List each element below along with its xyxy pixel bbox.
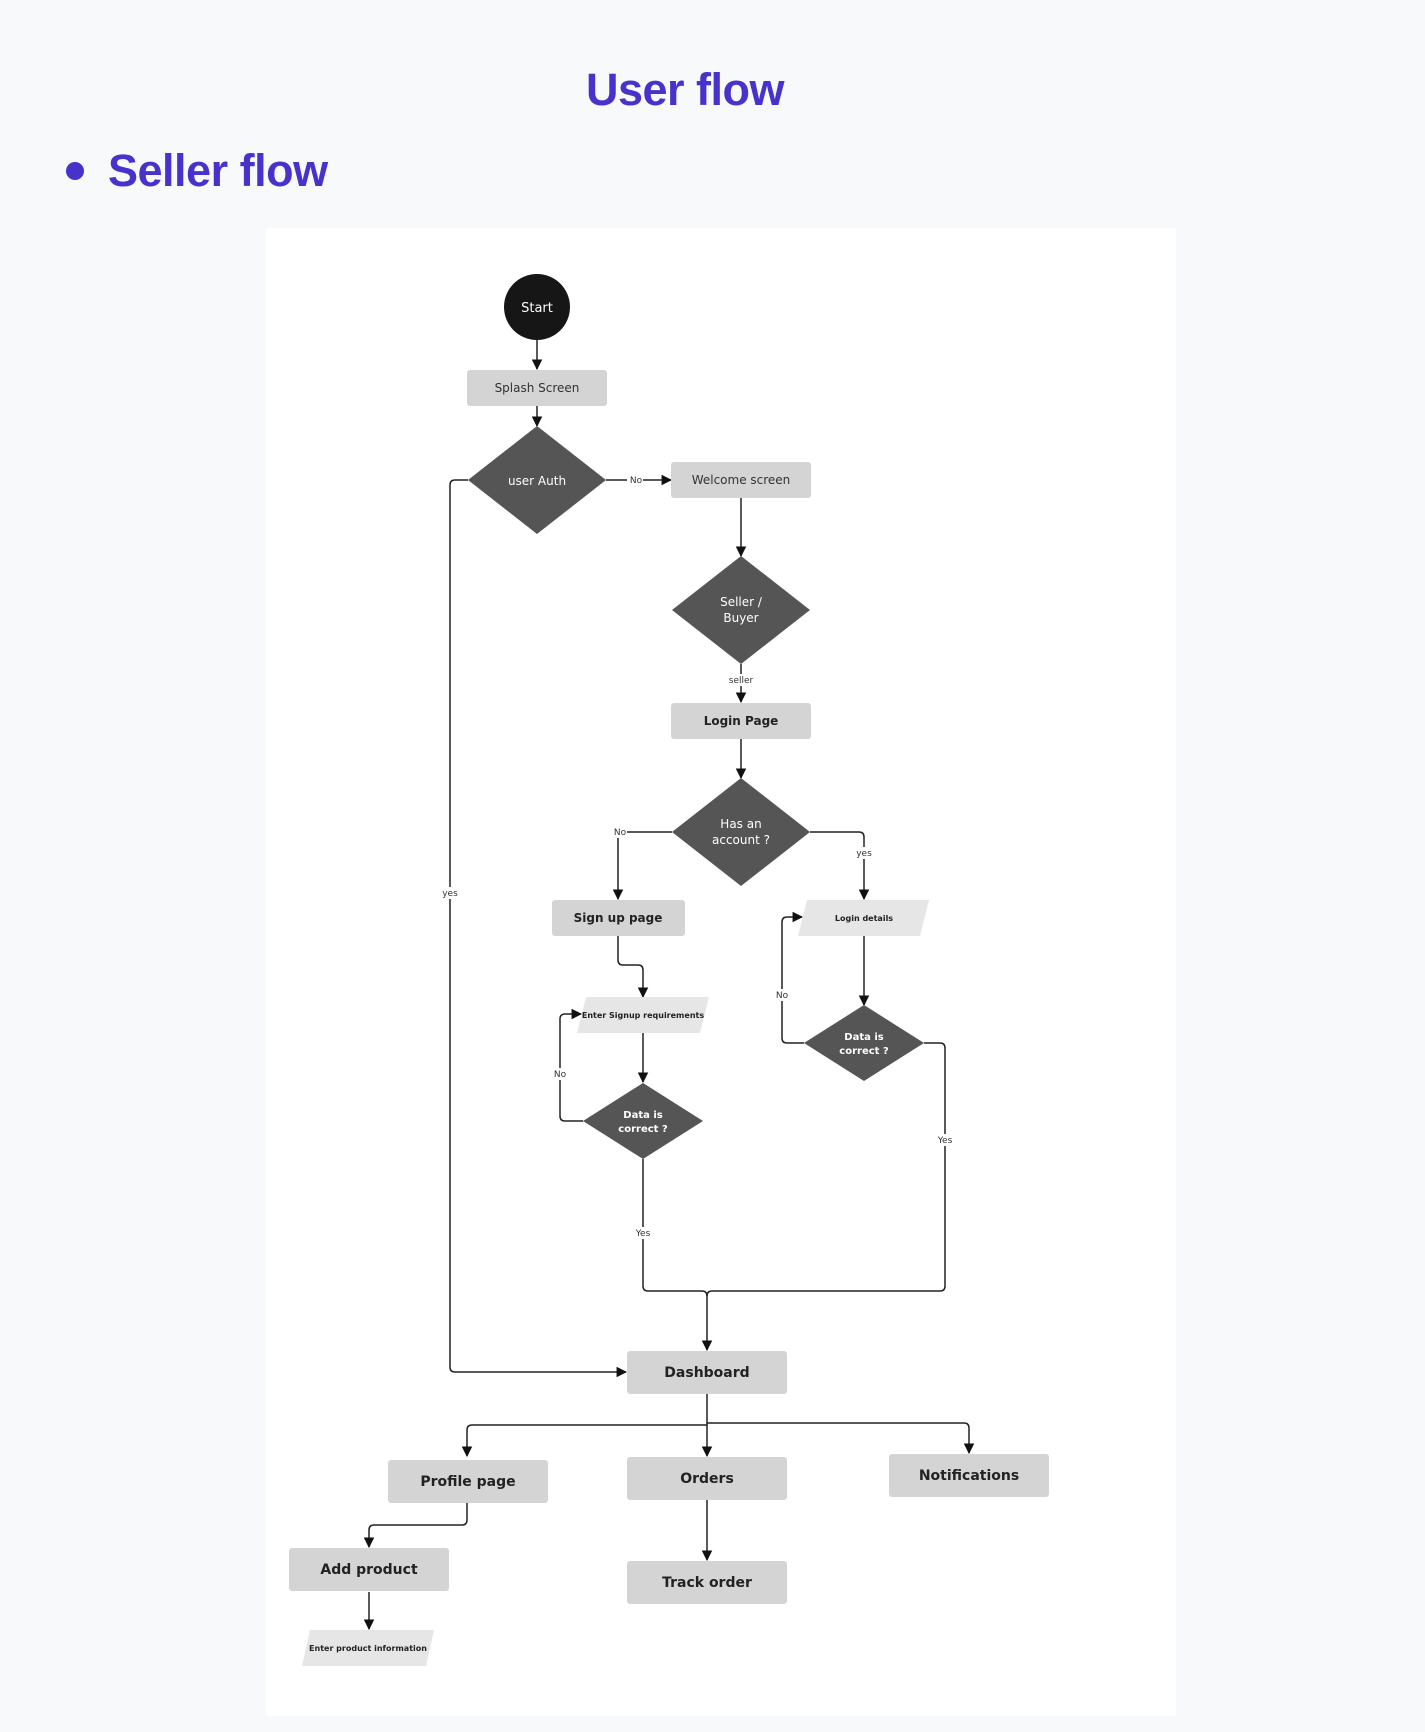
node-user-auth-label: user Auth [508,474,566,488]
node-seller-buyer-line2: Buyer [723,611,758,625]
node-login-page [671,703,811,739]
node-add-product [289,1548,449,1591]
node-enter-product-info-label: Enter product information [309,1644,427,1653]
page-title: User flow [585,64,785,115]
node-welcome-screen [671,462,811,498]
node-has-account-line1: Has an [720,817,761,831]
node-profile-page [388,1460,548,1503]
node-add-product-label: Add product [320,1562,418,1578]
node-login-details-label: Login details [835,914,893,923]
node-dashboard-label: Dashboard [664,1365,749,1381]
node-track-order [627,1561,787,1604]
node-dashboard [627,1351,787,1394]
node-data-correct-login [804,1005,924,1081]
edge-auth-dashboard-yes [449,479,628,1378]
node-enter-product-info [302,1630,434,1666]
node-start-label: Start [521,301,553,316]
node-splash-label: Splash Screen [495,381,580,395]
edge-profile-addproduct [363,1502,468,1549]
node-has-account-line2: account ? [712,833,770,847]
edge-signup-entersignup [617,935,649,999]
node-welcome-label: Welcome screen [692,473,791,487]
node-login-details [798,900,929,936]
node-seller-buyer [672,556,810,664]
node-seller-buyer-line1: Seller / [720,595,763,609]
node-signup-page [552,900,685,936]
node-track-order-label: Track order [662,1575,752,1591]
edge-label-yes-data1: Yes [635,1229,651,1239]
edge-label-no-data1: No [554,1070,567,1080]
flow-diagram-panel: No yes seller No yes No No Yes Yes Start… [266,228,1176,1716]
edge-data2-dashboard-yes [706,1042,946,1297]
node-start [504,274,570,340]
node-orders [627,1457,787,1500]
edge-label-no-data2: No [776,991,789,1001]
bullet-icon [66,162,84,180]
edge-label-yes-data2: Yes [937,1136,953,1146]
node-notifications [889,1454,1049,1497]
node-data-correct-signup [583,1083,703,1159]
node-data-correct-signup-line2: correct ? [618,1124,668,1135]
edge-label-no-auth: No [630,476,643,486]
edge-data2-logindetails-no [781,911,804,1044]
edge-hasaccount-signup [612,831,672,901]
flow-diagram: No yes seller No yes No No Yes Yes Start… [289,274,1049,1666]
node-orders-label: Orders [680,1471,734,1487]
node-profile-label: Profile page [420,1474,515,1490]
node-data-correct-login-line2: correct ? [839,1046,889,1057]
edge-data1-entersignup-no [559,1008,583,1122]
edge-label-yes-account: yes [856,849,872,859]
node-user-auth [468,426,606,534]
section-heading: Seller flow [66,145,328,197]
edge-label-seller: seller [729,676,754,686]
node-enter-signup-label: Enter Signup requirements [582,1011,704,1020]
node-data-correct-signup-line1: Data is [623,1110,662,1121]
node-data-correct-login-line1: Data is [844,1032,883,1043]
edge-label-no-account: No [614,828,627,838]
node-login-page-label: Login Page [704,714,779,728]
section-title: Seller flow [108,145,328,196]
node-notifications-label: Notifications [919,1468,1019,1484]
node-enter-signup [577,997,709,1033]
node-splash-screen [467,370,607,406]
node-signup-label: Sign up page [574,911,663,925]
edge-hasaccount-logindetails [810,831,870,901]
node-has-account [672,778,810,886]
edge-data1-dashboard-yes [642,1159,713,1352]
edge-dashboard-notifications [707,1422,975,1455]
edge-dashboard-profile [461,1394,708,1458]
edge-label-yes-auth: yes [442,889,458,899]
